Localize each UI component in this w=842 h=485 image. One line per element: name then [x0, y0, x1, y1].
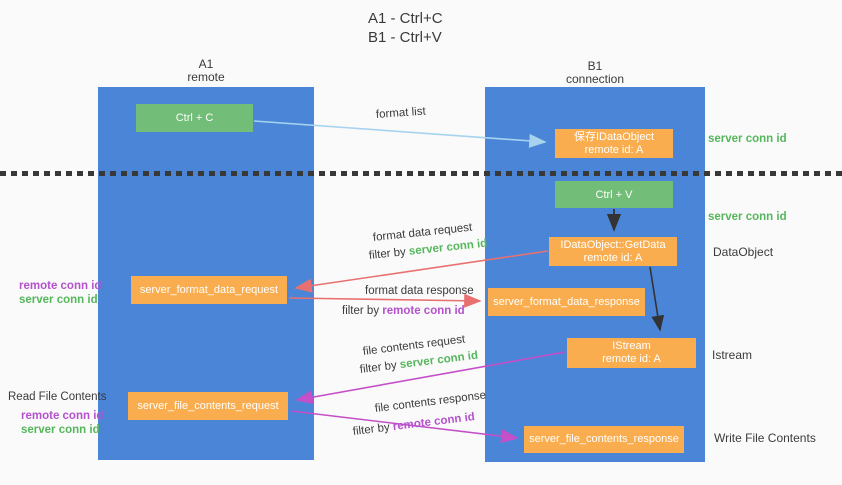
node-server-file-contents-request-label: server_file_contents_request: [137, 399, 279, 412]
title-line-2: B1 - Ctrl+V: [368, 29, 442, 46]
node-server-file-contents-request: server_file_contents_request: [128, 392, 288, 420]
node-save-idataobject: 保存IDataObject remote id: A: [555, 129, 673, 158]
label-filter-by-remote-conn-id-2: filter by remote conn id: [352, 411, 475, 439]
node-ctrl-v: Ctrl + V: [555, 181, 673, 208]
filter-by-text: filter by: [368, 245, 410, 262]
arrow-format-data-response: [288, 293, 482, 308]
side-label-write-file-contents: Write File Contents: [714, 431, 816, 445]
node-server-format-data-request: server_format_data_request: [131, 276, 287, 304]
remote-conn-id-term: remote conn id: [392, 411, 476, 434]
node-istream-line1: IStream: [612, 340, 651, 352]
label-filter-by-remote-conn-id-1: filter by remote conn id: [342, 305, 465, 318]
node-idataobject-getdata-line1: IDataObject::GetData: [560, 238, 666, 251]
filter-by-text: filter by: [352, 421, 394, 438]
title-line-1: A1 - Ctrl+C: [368, 10, 443, 27]
node-idataobject-getdata-line2: remote id: A: [583, 251, 643, 264]
node-ctrl-c-label: Ctrl + C: [175, 112, 214, 124]
node-server-format-data-response: server_format_data_response: [488, 288, 645, 316]
label-format-list-text: format list: [375, 105, 427, 121]
side-label-read-file-contents: Read File Contents: [8, 391, 107, 403]
side-label-istream: Istream: [712, 348, 753, 362]
node-istream: IStream remote id: A: [567, 338, 696, 368]
node-save-idataobject-line1: 保存IDataObject: [573, 130, 655, 143]
node-server-format-data-response-label: server_format_data_response: [493, 295, 640, 308]
column-b1-subtitle: connection: [565, 72, 625, 86]
side-label-server-conn-id-top: server conn id: [708, 133, 787, 145]
column-header-a1: A1 remote: [98, 58, 314, 84]
column-header-b1: B1 connection: [485, 60, 705, 86]
node-ctrl-v-label: Ctrl + V: [595, 188, 633, 201]
node-server-format-data-request-label: server_format_data_request: [139, 283, 279, 296]
side-label-server-conn-id-mid: server conn id: [708, 211, 787, 223]
node-ctrl-c: Ctrl + C: [136, 104, 253, 132]
side-label-dataobject: DataObject: [713, 245, 774, 259]
filter-by-text: filter by: [342, 305, 383, 317]
diagram-title: A1 - Ctrl+C B1 - Ctrl+V: [368, 9, 443, 47]
side-label-conn-ids-bottom: remote conn id server conn id: [21, 409, 103, 437]
label-format-data-response: format data response: [365, 285, 474, 298]
node-idataobject-getdata: IDataObject::GetData remote id: A: [549, 237, 677, 266]
column-a1-title: A1: [198, 57, 214, 71]
label-format-list: format list: [376, 106, 427, 122]
server-conn-id-term: server conn id: [19, 294, 98, 306]
remote-conn-id-term: remote conn id: [21, 410, 104, 422]
column-b1-title: B1: [587, 59, 603, 73]
side-label-conn-ids-mid: remote conn id server conn id: [19, 279, 101, 307]
node-save-idataobject-line2: remote id: A: [584, 143, 644, 156]
filter-by-text: filter by: [359, 359, 401, 376]
node-server-file-contents-response-label: server_file_contents_response: [529, 433, 679, 445]
remote-conn-id-term: remote conn id: [19, 280, 102, 292]
node-server-file-contents-response: server_file_contents_response: [524, 426, 684, 453]
remote-conn-id-term: remote conn id: [382, 305, 465, 317]
server-conn-id-term: server conn id: [408, 237, 488, 258]
label-format-data-response-text: format data response: [365, 285, 474, 297]
server-conn-id-term: server conn id: [21, 424, 100, 436]
dotted-separator-line: [0, 171, 842, 176]
column-a1-subtitle: remote: [187, 70, 225, 84]
node-istream-line2: remote id: A: [602, 353, 661, 365]
